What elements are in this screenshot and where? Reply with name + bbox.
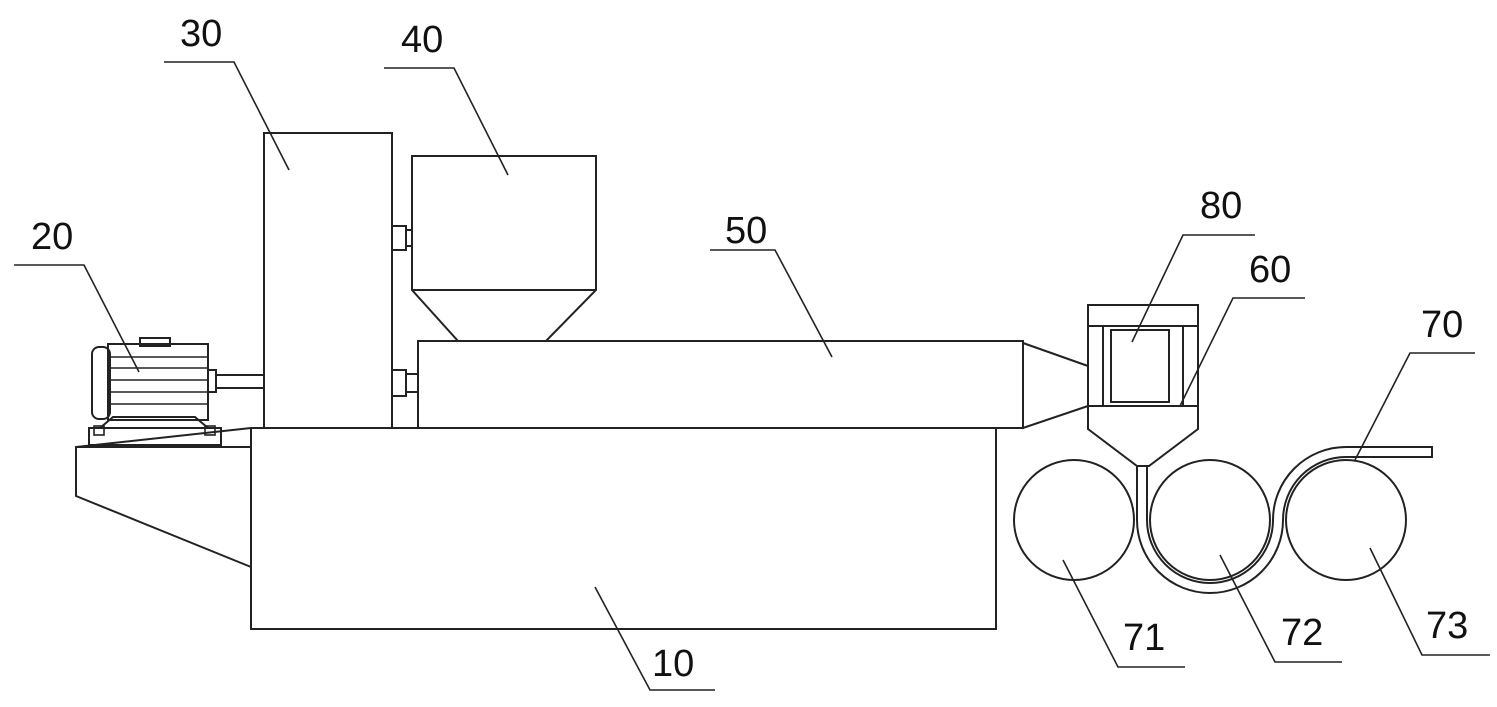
leader-20 [14, 264, 140, 373]
leader-80 [1131, 234, 1255, 343]
barrel-coupling-pin [405, 373, 419, 393]
hopper-coupling [391, 225, 407, 251]
extruded-sheet [1136, 446, 1433, 594]
leader-10 [594, 586, 715, 691]
motor-shaft [215, 374, 265, 389]
frame-side-bracket [75, 427, 252, 568]
label-motor: 20 [31, 216, 73, 258]
gearbox [263, 132, 393, 429]
motor-flange [207, 369, 217, 393]
hopper-coupling-pin [405, 229, 413, 247]
label-die-head: 60 [1249, 249, 1291, 291]
label-gearbox: 30 [180, 13, 222, 55]
cooling-unit-core [1110, 329, 1170, 403]
extruder-barrel [391, 340, 1089, 430]
leader-72 [1219, 554, 1342, 663]
label-third-roller: 73 [1426, 605, 1468, 647]
third-roller [1285, 459, 1407, 581]
motor-base-plate [88, 427, 222, 446]
barrel-nozzle [1022, 341, 1089, 430]
leader-70 [1354, 352, 1475, 461]
hopper-body [411, 155, 597, 342]
label-extruder-barrel: 50 [725, 210, 767, 252]
motor-terminal-box [139, 337, 171, 347]
gearbox-body [263, 132, 393, 429]
barrel-coupling [391, 369, 407, 397]
leader-30 [164, 61, 290, 171]
motor-mount [99, 416, 209, 429]
label-first-roller: 71 [1123, 617, 1165, 659]
die-assembly [1087, 304, 1199, 467]
leader-73 [1369, 547, 1490, 656]
motor-end-cap [91, 346, 111, 420]
label-cooling-unit: 80 [1200, 185, 1242, 227]
label-second-roller: 72 [1281, 612, 1323, 654]
label-hopper: 40 [401, 19, 443, 61]
barrel-body [417, 340, 1024, 429]
leader-71 [1062, 559, 1185, 668]
label-roller-assembly: 70 [1421, 304, 1463, 346]
die-head-funnel [1087, 405, 1199, 467]
reference-numerals: 30 40 20 50 80 60 70 10 71 72 73 [31, 13, 1468, 685]
label-frame: 10 [652, 643, 694, 685]
second-roller [1149, 459, 1271, 581]
mount-bolt-right [204, 425, 216, 436]
frame [75, 427, 997, 630]
hopper [391, 155, 597, 342]
leader-50 [710, 249, 833, 358]
motor [88, 337, 265, 446]
roller-assembly [1013, 446, 1433, 594]
frame-body [250, 427, 997, 630]
leader-lines [14, 61, 1490, 691]
leader-40 [384, 67, 509, 176]
first-roller [1013, 459, 1135, 581]
leader-60 [1179, 297, 1305, 407]
mount-bolt-left [93, 425, 105, 436]
motor-housing [107, 343, 209, 421]
